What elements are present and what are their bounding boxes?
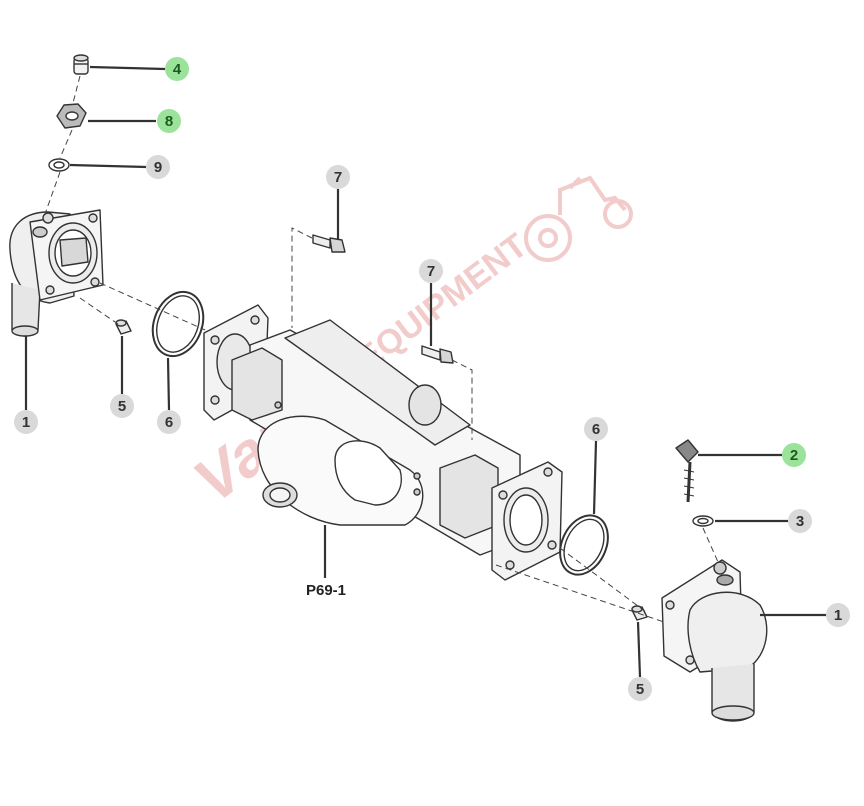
bolt-middle-part xyxy=(421,345,454,364)
tractor-logo-icon xyxy=(524,175,633,262)
washer-right-part xyxy=(692,515,714,527)
callout-3-number: 3 xyxy=(796,513,804,530)
callout-5-right-number: 5 xyxy=(636,681,644,698)
callout-5-left[interactable]: 5 xyxy=(110,394,134,418)
assembly-label: P69-1 xyxy=(306,582,346,599)
callout-8-number: 8 xyxy=(165,113,173,130)
dowel-pin-right-part xyxy=(631,605,648,621)
callout-1-left-badge xyxy=(14,410,38,434)
alignment-lines xyxy=(44,75,719,623)
callouts: 4 8 9 7 7 1 5 6 xyxy=(14,57,850,701)
callout-1-right-badge xyxy=(826,603,850,627)
callout-9-number: 9 xyxy=(154,159,162,176)
callout-9-badge xyxy=(146,155,170,179)
callout-6-left[interactable]: 6 xyxy=(157,410,181,434)
o-ring-left-part xyxy=(151,290,205,358)
callout-1-left-number: 1 xyxy=(22,414,30,431)
callout-7-middle-badge xyxy=(419,259,443,283)
callout-5-left-number: 5 xyxy=(118,398,126,415)
vent-plug-part xyxy=(675,439,699,503)
water-manifold-part xyxy=(203,304,563,581)
callout-1-left[interactable]: 1 xyxy=(14,410,38,434)
callout-6-right-number: 6 xyxy=(592,421,600,438)
callout-2[interactable]: 2 xyxy=(782,443,806,467)
o-ring-right-part xyxy=(559,514,609,576)
callout-2-number: 2 xyxy=(790,447,798,464)
leader-lines xyxy=(24,65,826,678)
callout-7-upper-badge xyxy=(326,165,350,189)
callout-7-upper-number: 7 xyxy=(334,169,342,186)
callout-7-middle[interactable]: 7 xyxy=(419,259,443,283)
callout-4-badge xyxy=(165,57,189,81)
callout-6-right[interactable]: 6 xyxy=(584,417,608,441)
callout-7-middle-number: 7 xyxy=(427,263,435,280)
callout-7-upper[interactable]: 7 xyxy=(326,165,350,189)
callout-9[interactable]: 9 xyxy=(146,155,170,179)
callout-4[interactable]: 4 xyxy=(165,57,189,81)
thermostat-housing-left-part xyxy=(9,209,104,337)
callout-2-badge xyxy=(782,443,806,467)
callout-1-right-number: 1 xyxy=(834,607,842,624)
callout-3[interactable]: 3 xyxy=(788,509,812,533)
callout-5-left-badge xyxy=(110,394,134,418)
callout-8-badge xyxy=(157,109,181,133)
washer-part xyxy=(48,158,70,172)
plug-screw-part xyxy=(73,54,89,75)
callout-5-right-badge xyxy=(628,677,652,701)
callout-5-right[interactable]: 5 xyxy=(628,677,652,701)
thermostat-housing-right-part xyxy=(661,559,768,722)
callout-6-left-number: 6 xyxy=(165,414,173,431)
callout-6-left-badge xyxy=(157,410,181,434)
callout-4-number: 4 xyxy=(173,61,182,78)
callout-1-right[interactable]: 1 xyxy=(826,603,850,627)
callout-8[interactable]: 8 xyxy=(157,109,181,133)
dowel-pin-left-part xyxy=(115,319,132,335)
callout-3-badge xyxy=(788,509,812,533)
bolt-upper-part xyxy=(312,234,346,253)
callout-6-right-badge xyxy=(584,417,608,441)
nut-part xyxy=(56,103,87,129)
